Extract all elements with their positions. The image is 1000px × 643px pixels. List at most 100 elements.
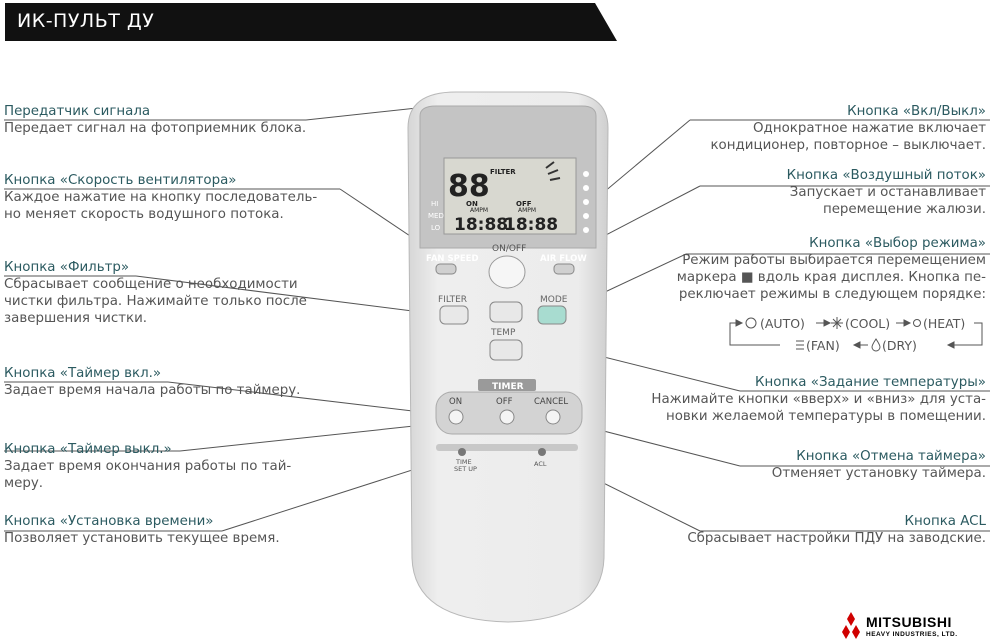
time-setup-label-2: SET UP [454, 465, 477, 473]
label-acl: Кнопка ACL Сбрасывает настройки ПДУ на з… [687, 513, 986, 547]
mitsubishi-logo: MITSUBISHI HEAVY INDUSTRIES, LTD. [838, 610, 998, 640]
label-cancel: Кнопка «Отмена таймера» Отменяет установ… [772, 448, 986, 482]
dry-icon [871, 338, 881, 352]
temp-label: TEMP [490, 328, 516, 338]
mode-cool: (COOL) [845, 316, 890, 331]
heading: Кнопка «Таймер вкл.» [4, 366, 162, 381]
label-time-setup: Кнопка «Установка времени» Позволяет уст… [4, 513, 280, 547]
timer-cancel-label: CANCEL [534, 397, 568, 407]
acl-button[interactable] [538, 448, 546, 456]
lcd-time-1: 18:88 [454, 215, 508, 235]
timer-banner [478, 379, 536, 391]
desc-line-2: чистки фильтра. Нажимайте только после [4, 294, 307, 309]
desc-line-1: Запускает и останавливает [789, 185, 986, 200]
auto-icon [745, 317, 757, 329]
desc-line-1: Режим работы выбирается перемещением [682, 253, 986, 268]
title-bar: ИК-ПУЛЬТ ДУ [5, 3, 617, 41]
temp-down-button[interactable] [489, 339, 523, 361]
on-off-label: ON/OFF [492, 244, 526, 254]
mode-markers [583, 171, 589, 233]
timer-cancel-button[interactable] [545, 409, 561, 425]
label-filter: Кнопка «Фильтр» Сбрасывает сообщение о н… [4, 259, 307, 327]
time-setup-button[interactable] [458, 448, 466, 456]
desc-line-1: Нажимайте кнопки «вверх» и «вниз» для ус… [651, 392, 986, 407]
label-on-off: Кнопка «Вкл/Выкл» Однократное нажатие вк… [710, 103, 986, 154]
lcd-ampm-1: AMPM [470, 207, 488, 214]
heading: Кнопка «Фильтр» [4, 260, 130, 275]
label-transmitter: Передатчик сигнала Передает сигнал на фо… [4, 103, 306, 137]
fan-speed-label: FAN SPEED [426, 254, 479, 264]
mode-label: MODE [540, 295, 568, 305]
heading: Передатчик сигнала [4, 104, 151, 119]
lcd-temp: 88 [448, 169, 490, 204]
time-setup-label-1: TIME [455, 458, 472, 466]
heading: Кнопка «Установка времени» [4, 514, 214, 529]
lcd-med: MED [428, 212, 444, 220]
mode-auto: (AUTO) [760, 316, 805, 331]
timer-on-button[interactable] [448, 409, 464, 425]
mode-heat: (HEAT) [923, 316, 965, 331]
label-mode: Кнопка «Выбор режима» Режим работы выбир… [677, 235, 986, 303]
mode-fan: (FAN) [806, 338, 840, 353]
desc-line-2: меру. [4, 476, 44, 491]
label-temp: Кнопка «Задание температуры» Нажимайте к… [651, 374, 986, 425]
remote-control: 88 FILTER ON OFF AMPM AMPM 18:88 18:88 H… [407, 91, 609, 623]
desc: Задает время начала работы по таймеру. [4, 383, 301, 398]
heading: Кнопка «Выбор режима» [809, 236, 986, 251]
desc-line-2: кондиционер, повторное – выключает. [710, 138, 986, 153]
brand-name: MITSUBISHI [866, 614, 952, 630]
page-title: ИК-ПУЛЬТ ДУ [17, 10, 155, 32]
temp-up-button[interactable] [489, 301, 523, 323]
lcd-time-2: 18:88 [504, 215, 558, 235]
filter-label: FILTER [438, 295, 467, 305]
lcd-filter: FILTER [490, 168, 516, 176]
desc-line-1: Каждое нажатие на кнопку последователь- [4, 190, 318, 205]
timer-on-label: ON [449, 397, 462, 407]
heading: Кнопка ACL [904, 514, 987, 529]
on-off-button[interactable] [488, 255, 526, 289]
heading: Кнопка «Скорость вентилятора» [4, 173, 237, 188]
desc-line-2: перемещение жалюзи. [822, 202, 986, 217]
desc: Отменяет установку таймера. [771, 466, 986, 481]
lcd-hi: HI [431, 200, 438, 208]
cool-icon [831, 317, 843, 329]
lcd-ampm-2: AMPM [518, 207, 536, 214]
label-fan-speed: Кнопка «Скорость вентилятора» Каждое наж… [4, 172, 317, 223]
heading: Кнопка «Таймер выкл.» [4, 442, 172, 457]
desc: Передает сигнал на фотоприемник блока. [4, 121, 307, 136]
lcd-lo: LO [431, 224, 441, 232]
mode-dry: (DRY) [882, 338, 917, 353]
desc-line-2: новки желаемой температуры в помещении. [665, 409, 986, 424]
heat-icon [913, 319, 921, 327]
desc: Сбрасывает настройки ПДУ на заводские. [687, 531, 986, 546]
heading: Кнопка «Отмена таймера» [796, 449, 986, 464]
timer-off-button[interactable] [499, 409, 515, 425]
desc-line-1: Задает время окончания работы по тай- [4, 459, 292, 474]
desc-line-3: реключает режимы в следующем порядке: [678, 287, 986, 302]
label-air-flow: Кнопка «Воздушный поток» Запускает и ост… [787, 167, 986, 218]
desc-line-3: завершения чистки. [4, 311, 148, 326]
mode-button[interactable] [537, 305, 567, 325]
desc: Позволяет установить текущее время. [4, 531, 280, 546]
desc-line-2: но меняет скорость водушного потока. [4, 207, 284, 222]
timer-off-label: OFF [496, 397, 513, 407]
acl-label: ACL [534, 460, 547, 468]
fan-icon [796, 340, 804, 350]
label-timer-on: Кнопка «Таймер вкл.» Задает время начала… [4, 365, 300, 399]
heading: Кнопка «Воздушный поток» [786, 168, 986, 183]
desc-line-1: Сбрасывает сообщение о необходимости [4, 277, 298, 292]
three-diamonds-icon [842, 612, 860, 639]
lcd-off: OFF [516, 200, 532, 208]
title-bar-shape [5, 3, 617, 41]
desc-line-2: маркера ■ вдоль края дисплея. Кнопка пе- [676, 270, 986, 285]
brand-sub: HEAVY INDUSTRIES, LTD. [866, 631, 958, 638]
air-flow-label: AIR FLOW [540, 254, 587, 264]
lcd-on: ON [466, 200, 478, 208]
timer-label: TIMER [492, 382, 524, 392]
filter-button[interactable] [439, 305, 469, 325]
heading: Кнопка «Задание температуры» [755, 375, 986, 390]
desc-line-1: Однократное нажатие включает [753, 121, 986, 136]
label-timer-off: Кнопка «Таймер выкл.» Задает время оконч… [4, 441, 291, 492]
lcd-flap-icon [545, 161, 561, 181]
heading: Кнопка «Вкл/Выкл» [847, 104, 986, 119]
